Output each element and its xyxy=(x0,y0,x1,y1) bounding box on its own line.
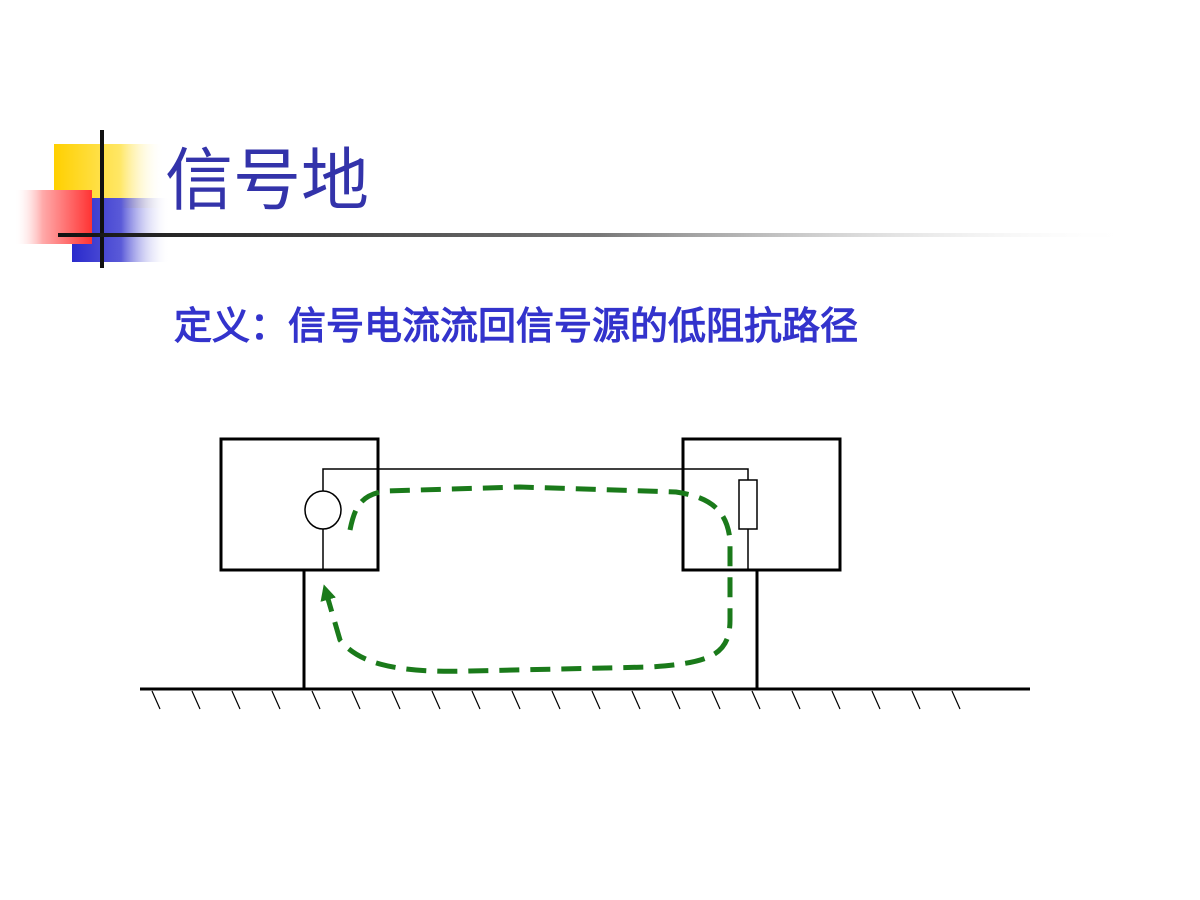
slide-title: 信号地 xyxy=(165,142,370,221)
signal-source-icon xyxy=(304,490,342,530)
source-device-box xyxy=(219,437,380,572)
load-resistor-icon xyxy=(738,479,758,530)
ground-hatch xyxy=(151,690,961,710)
signal-wire xyxy=(322,468,749,492)
load-device-box xyxy=(681,437,842,572)
definition-text: 定义：信号电流流回信号源的低阻抗路径 xyxy=(174,304,859,348)
current-loop-path xyxy=(320,484,733,674)
